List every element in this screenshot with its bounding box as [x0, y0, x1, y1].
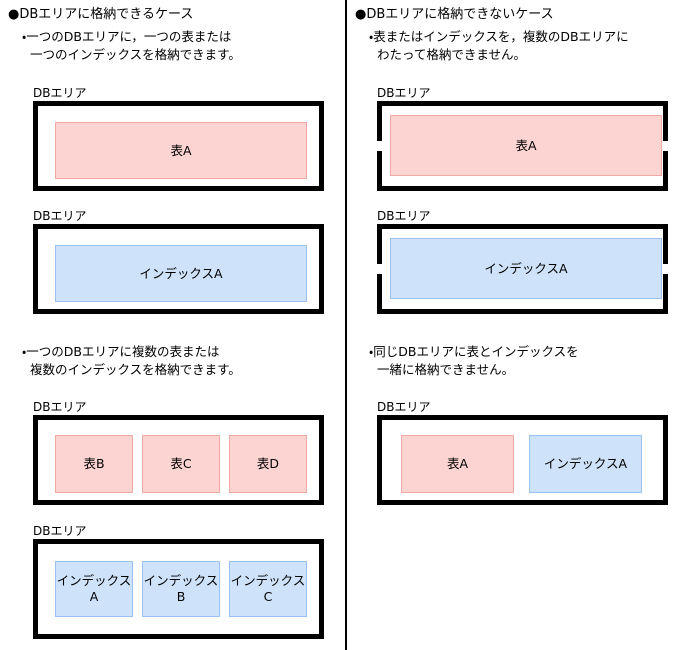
right-bullet-span-areas: ・表またはインデックスを，複数のDBエリアに わたって格納できません。	[369, 29, 629, 62]
table-box: 表A	[55, 122, 307, 179]
db-area-label: DBエリア	[33, 209, 87, 223]
right-bullet-mixed-storage: ・同じDBエリアに表とインデックスを 一緒に格納できません。	[369, 344, 579, 377]
db-area-frame-solid: 表B 表C 表D	[33, 415, 324, 505]
db-area-label: DBエリア	[377, 86, 431, 100]
index-box: インデックスA	[390, 238, 662, 299]
db-area-frame-split: 表A	[377, 101, 668, 191]
left-bullet-single-storage: ・一つのDBエリアに，一つの表または 一つのインデックスを格納できます。	[22, 29, 241, 62]
index-box: インデックス A	[55, 561, 133, 617]
left-bullet-multi-storage: ・一つのDBエリアに複数の表または 複数のインデックスを格納できます。	[22, 344, 241, 377]
db-area-frame-solid: インデックス A インデックス B インデックス C	[33, 539, 324, 639]
column-storable-cases: ●DBエリアに格納できるケース ・一つのDBエリアに，一つの表または 一つのイン…	[8, 7, 324, 639]
db-area-label: DBエリア	[377, 209, 431, 223]
table-box: 表B	[55, 435, 133, 493]
db-area-frame-solid: 表A	[33, 101, 324, 191]
db-area-frame-split: インデックスA	[377, 224, 668, 314]
db-area-label: DBエリア	[33, 86, 87, 100]
index-box: インデックス C	[229, 561, 307, 617]
table-box: 表A	[390, 115, 662, 176]
column-divider	[345, 0, 347, 650]
index-box: インデックスA	[55, 245, 307, 302]
db-area-label: DBエリア	[377, 400, 431, 414]
right-column-heading: ●DBエリアに格納できないケース	[355, 7, 554, 22]
table-box: 表D	[229, 435, 307, 493]
column-unstorable-cases: ●DBエリアに格納できないケース ・表またはインデックスを，複数のDBエリアに …	[345, 0, 688, 650]
db-area-label: DBエリア	[33, 400, 87, 414]
db-area-frame-solid: 表A インデックスA	[377, 415, 668, 505]
left-column-heading: ●DBエリアに格納できるケース	[8, 7, 194, 22]
index-box: インデックスA	[529, 435, 642, 493]
table-box: 表A	[401, 435, 514, 493]
index-box: インデックス B	[142, 561, 220, 617]
table-box: 表C	[142, 435, 220, 493]
db-area-frame-solid: インデックスA	[33, 224, 324, 314]
db-area-label: DBエリア	[33, 524, 87, 538]
